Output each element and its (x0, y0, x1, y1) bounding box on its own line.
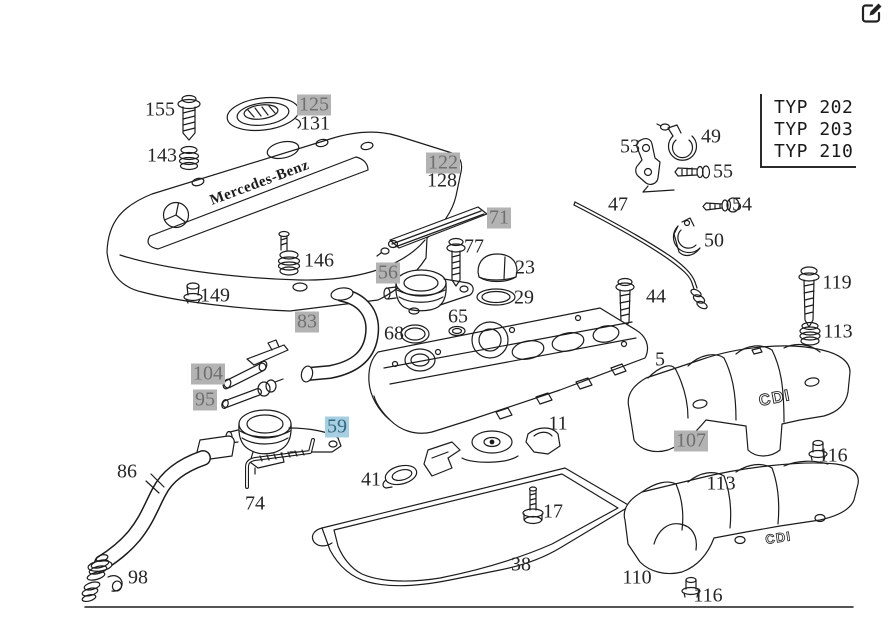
part-label-131-3[interactable]: 131 (300, 112, 330, 135)
grommet-146-drawing (277, 230, 301, 276)
pipe-104-drawing (222, 339, 289, 390)
ring-65-drawing (448, 325, 466, 337)
hose-86-drawing (87, 435, 235, 572)
part-label-98-35[interactable]: 98 (128, 566, 148, 589)
bolt-44-drawing (615, 277, 635, 329)
bracket-53-drawing (635, 138, 675, 193)
part-label-55-12[interactable]: 55 (713, 160, 733, 183)
part-label-74-31[interactable]: 74 (245, 492, 265, 515)
part-label-113-17[interactable]: 113 (823, 320, 853, 343)
grommet-143-drawing (178, 145, 200, 171)
part-label-59-27[interactable]: 59 (325, 415, 349, 438)
part-label-77-9[interactable]: 77 (464, 235, 484, 258)
cdi-bottom-text: CDI (764, 528, 792, 546)
part-label-107-36[interactable]: 107 (674, 429, 708, 452)
grommet-113-right-drawing (799, 321, 821, 346)
oil-cap-drawing (226, 96, 302, 132)
part-label-47-13[interactable]: 47 (608, 193, 628, 216)
plug-116-bottom-drawing (681, 576, 701, 598)
part-label-50-15[interactable]: 50 (704, 229, 724, 252)
pipe-95-drawing (221, 378, 284, 409)
screw-55-drawing (674, 165, 711, 179)
pipe-74-drawing (245, 438, 315, 489)
part-label-29-21[interactable]: 29 (514, 286, 534, 309)
edit-pencil-icon (861, 3, 882, 23)
gasket-38-drawing (311, 467, 631, 587)
head-cover-5-drawing (368, 307, 649, 434)
part-label-149-7[interactable]: 149 (200, 284, 230, 307)
part-label-128-5[interactable]: 128 (427, 169, 457, 192)
bolt-77-drawing (446, 237, 466, 287)
breather-56-drawing (383, 269, 474, 315)
model-type-line: TYP 210 (774, 141, 854, 162)
part-label-56-19[interactable]: 56 (376, 261, 400, 284)
part-label-54-14[interactable]: 54 (732, 193, 752, 216)
engine-cover-drawing: Mercedes-Benz (106, 131, 463, 312)
part-label-119-16[interactable]: 119 (822, 271, 852, 294)
valve-59-drawing (225, 409, 342, 475)
rod-47-drawing (573, 201, 708, 310)
part-label-41-32[interactable]: 41 (361, 468, 381, 491)
bolt-119-drawing (798, 266, 820, 328)
cdi-cover-107-drawing: CDI (627, 343, 851, 457)
part-label-83-24[interactable]: 83 (295, 310, 319, 333)
part-label-65-22[interactable]: 65 (448, 305, 468, 328)
part-label-146-6[interactable]: 146 (304, 249, 334, 272)
part-label-23-20[interactable]: 23 (515, 256, 535, 279)
plug-149-drawing (183, 282, 203, 304)
part-label-116-40[interactable]: 116 (693, 584, 723, 607)
ring-68-drawing (400, 324, 430, 344)
part-label-17-33[interactable]: 17 (543, 500, 563, 523)
part-label-53-10[interactable]: 53 (620, 135, 640, 158)
part-label-95-26[interactable]: 95 (193, 388, 217, 411)
part-label-155-0[interactable]: 155 (145, 98, 175, 121)
cap-23-drawing (477, 253, 518, 283)
part-label-5-28[interactable]: 5 (655, 348, 665, 371)
part-label-86-30[interactable]: 86 (117, 460, 137, 483)
cdi-top-text: CDI (758, 387, 793, 410)
part-label-68-23[interactable]: 68 (384, 322, 404, 345)
part-label-110-39[interactable]: 110 (622, 566, 652, 589)
part-label-44-18[interactable]: 44 (646, 285, 666, 308)
clamp-50-drawing (672, 217, 701, 257)
part-label-71-8[interactable]: 71 (487, 206, 511, 229)
part-label-113-38[interactable]: 113 (706, 472, 736, 495)
bolt-155-drawing (177, 94, 201, 141)
fitting-98-drawing (81, 554, 123, 603)
gasket-41-drawing (382, 464, 418, 489)
clamp-49-drawing (656, 123, 698, 161)
part-label-104-25[interactable]: 104 (191, 362, 225, 385)
model-type-box: TYP 202 TYP 203 TYP 210 (760, 94, 856, 168)
part-label-125-2[interactable]: 125 (297, 93, 331, 116)
plug-116-right-drawing (808, 439, 828, 461)
screw-17-drawing (522, 486, 544, 525)
cdi-cover-110-drawing: CDI (623, 460, 859, 575)
model-type-line: TYP 203 (774, 119, 854, 140)
ring-29-drawing (476, 288, 516, 306)
baffle-11-drawing (423, 427, 561, 477)
part-label-116-37[interactable]: 116 (818, 444, 848, 467)
part-label-38-34[interactable]: 38 (511, 553, 531, 576)
part-label-49-11[interactable]: 49 (701, 125, 721, 148)
model-type-line: TYP 202 (774, 97, 854, 118)
part-label-143-1[interactable]: 143 (147, 144, 177, 167)
screw-54-drawing (702, 197, 740, 213)
part-label-122-4[interactable]: 122 (426, 151, 460, 174)
edit-diagram-button[interactable] (860, 1, 888, 29)
hose-83-drawing (300, 287, 380, 383)
part-label-11-29[interactable]: 11 (548, 412, 568, 435)
